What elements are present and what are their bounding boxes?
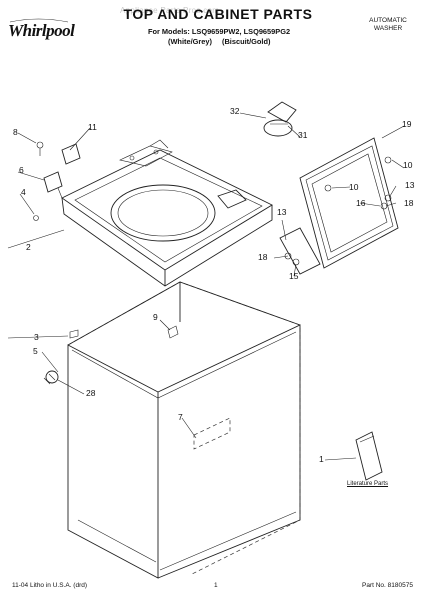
footer-litho: 11-04 Litho in U.S.A. (drd) xyxy=(12,582,88,589)
logo-swoosh-icon xyxy=(9,18,69,23)
watermark-text: Appliance Parts Pros.com xyxy=(120,6,220,15)
callout-13-left: 13 xyxy=(277,207,287,217)
brand-name: Whirlpool xyxy=(8,21,75,40)
callout-6: 6 xyxy=(19,165,24,175)
callout-16: 16 xyxy=(356,198,366,208)
product-line-1: AUTOMATIC xyxy=(369,17,407,24)
leader-lines xyxy=(7,112,405,461)
callout-3: 3 xyxy=(34,332,39,342)
callout-1: 1 xyxy=(319,454,324,464)
callout-32: 32 xyxy=(230,106,240,116)
page-title: TOP AND CABINET PARTS xyxy=(123,6,313,22)
whirlpool-logo: Whirlpool xyxy=(8,18,86,46)
callout-19: 19 xyxy=(402,119,412,129)
callout-2: 2 xyxy=(26,242,31,252)
models-line: For Models: LSQ9659PW2, LSQ9659PG2 xyxy=(147,27,291,36)
callout-10-right: 10 xyxy=(403,160,413,170)
cabinet-part xyxy=(43,281,301,579)
footer-part-number: Part No. 8180575 xyxy=(362,582,413,589)
callout-15: 15 xyxy=(289,271,299,281)
callout-18-left: 18 xyxy=(258,252,268,262)
callout-18-right: 18 xyxy=(404,198,414,208)
product-type: AUTOMATIC WASHER xyxy=(350,17,426,33)
lid-part xyxy=(279,137,399,275)
footer-page-number: 1 xyxy=(214,582,218,589)
variant-white-grey: (White/Grey) xyxy=(168,37,212,46)
variant-biscuit-gold: (Biscuit/Gold) xyxy=(222,37,271,46)
literature-card-part xyxy=(355,431,383,481)
callout-8: 8 xyxy=(13,127,18,137)
callout-4: 4 xyxy=(21,187,26,197)
callout-7: 7 xyxy=(178,412,183,422)
hinge-parts xyxy=(33,141,81,221)
callout-5: 5 xyxy=(33,346,38,356)
top-panel-part xyxy=(61,139,273,287)
callout-9: 9 xyxy=(153,312,158,322)
callout-10-center: 10 xyxy=(349,182,359,192)
callout-31: 31 xyxy=(298,130,308,140)
callout-11: 11 xyxy=(88,122,97,132)
callout-13-right: 13 xyxy=(405,180,415,190)
model-variants: (White/Grey) (Biscuit/Gold) xyxy=(168,37,278,46)
product-line-2: WASHER xyxy=(373,25,403,32)
literature-parts-label: Literature Parts xyxy=(347,481,389,487)
knob-part xyxy=(263,101,297,137)
callout-28: 28 xyxy=(86,388,96,398)
